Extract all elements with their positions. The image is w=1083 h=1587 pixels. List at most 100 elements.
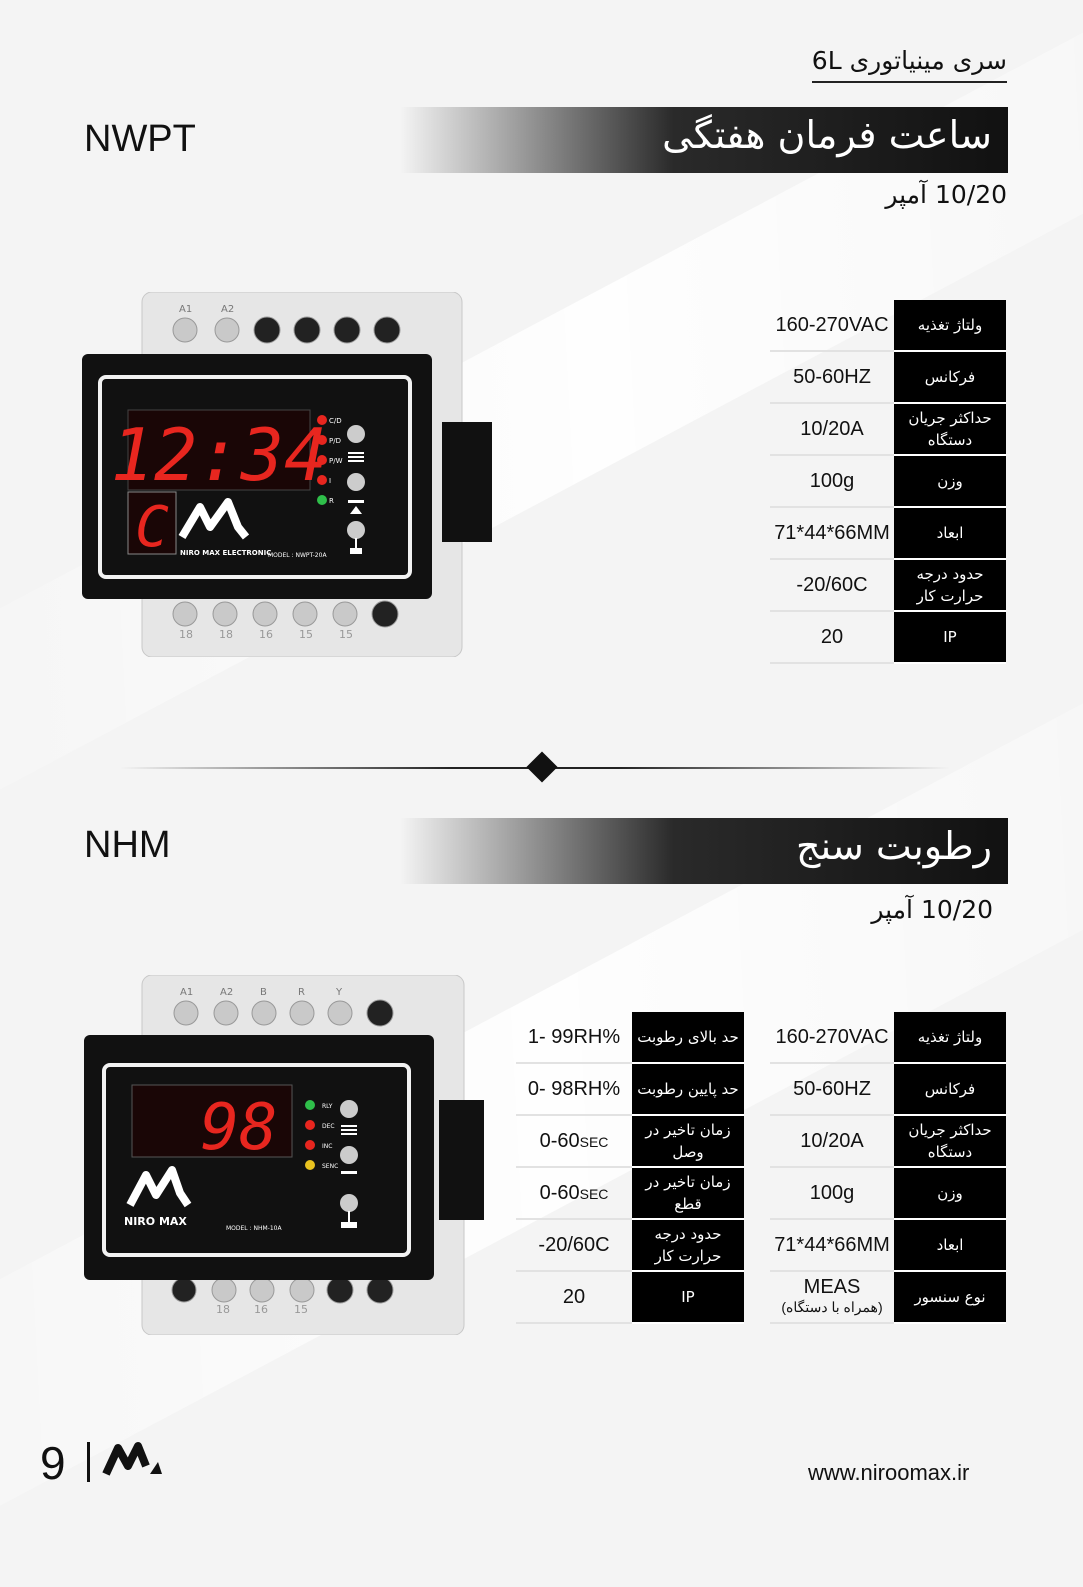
- brand-logo-icon: [178, 498, 250, 540]
- spec-value: 10/20A: [770, 403, 894, 456]
- terminal-label: 15: [299, 628, 313, 641]
- brand-logo-icon: [102, 1440, 162, 1484]
- spec-label: وزن: [894, 455, 1006, 508]
- spec-value: 100g: [770, 1167, 894, 1220]
- terminal-label: Y: [335, 987, 343, 998]
- spec-label: حدود درجه حرارت کار: [632, 1219, 744, 1272]
- spec-value: 1- 99RH%: [516, 1012, 632, 1064]
- brand-label: NIRO MAX: [124, 1215, 187, 1228]
- spec-value: 160-270VAC: [770, 300, 894, 352]
- spec-label: زمان تاخیر در وصل: [632, 1115, 744, 1168]
- terminal-label: A2: [220, 987, 233, 998]
- spec-label: ابعاد: [894, 507, 1006, 560]
- humidity-display: 98: [200, 1091, 277, 1165]
- terminal-label: B: [260, 987, 267, 998]
- spec-label: حد بالای رطوبت: [632, 1012, 744, 1064]
- spec-value: 0- 98RH%: [516, 1063, 632, 1116]
- mode-display: C: [135, 495, 169, 560]
- spec-value-unit: SEC: [579, 1133, 609, 1150]
- product1-title: ساعت فرمان هفتگی: [662, 113, 992, 157]
- spec-label: IP: [632, 1271, 744, 1324]
- spec-value: 0-60SEC: [516, 1167, 632, 1220]
- indicator-label: C/D: [329, 417, 342, 425]
- spec-label: حداکثر جریان دستگاه: [894, 403, 1006, 456]
- spec-value: 20: [516, 1271, 632, 1324]
- spec-value: 20: [770, 611, 894, 664]
- nwpt-device-svg: A1 A2 18 18 16 15 15 12:34 C NIRO MAX EL…: [82, 291, 492, 658]
- product2-title: رطوبت سنج: [795, 824, 992, 868]
- spec-value: 71*44*66MM: [770, 507, 894, 560]
- spec-label: حداکثر جریان دستگاه: [894, 1115, 1006, 1168]
- product1-model: NWPT: [84, 118, 196, 160]
- brand-label: NIRO MAX ELECTRONIC: [180, 549, 271, 557]
- spec-label: ابعاد: [894, 1219, 1006, 1272]
- terminal-label: 18: [219, 628, 233, 641]
- footer-separator: [87, 1442, 90, 1482]
- spec-label: نوع سنسور: [894, 1271, 1006, 1324]
- terminal-label: 16: [254, 1303, 268, 1316]
- spec-value: 100g: [770, 455, 894, 508]
- indicator-label: P/D: [329, 437, 341, 445]
- spec-value: 10/20A: [770, 1115, 894, 1168]
- brand-logo-icon: [126, 1166, 192, 1208]
- spec-label: حد پایین رطوبت: [632, 1063, 744, 1116]
- indicator-label: R: [329, 497, 334, 505]
- spec-value-note: (همراه با دستگاه): [781, 1299, 883, 1315]
- spec-label: فرکانس: [894, 351, 1006, 404]
- terminal-label: 16: [259, 628, 273, 641]
- spec-value: -20/60C: [770, 559, 894, 612]
- nhm-device-svg: A1 A2 B R Y 18 16 15 98 NIRO MAX MODEL :…: [84, 974, 484, 1336]
- model-label: MODEL : NWPT-20A: [268, 552, 327, 559]
- terminal-label: A1: [179, 304, 192, 315]
- spec-label: ولتاژ تغذیه: [894, 300, 1006, 352]
- indicator-label: I: [329, 477, 331, 485]
- table-row: 0- 98RH%حد پایین رطوبت: [516, 1063, 744, 1116]
- spec-value: 71*44*66MM: [770, 1219, 894, 1272]
- product2-model: NHM: [84, 824, 171, 866]
- model-label: MODEL : NHM-10A: [226, 1225, 282, 1232]
- product1-device-image: A1 A2 18 18 16 15 15 12:34 C NIRO MAX EL…: [82, 291, 492, 658]
- website-url: www.niroomax.ir: [808, 1460, 970, 1485]
- spec-value: -20/60C: [516, 1219, 632, 1272]
- spec-value: MEAS(همراه با دستگاه): [770, 1271, 894, 1324]
- table-row: 1- 99RH%حد بالای رطوبت: [516, 1012, 744, 1064]
- spec-value-number: 0-60: [539, 1129, 580, 1152]
- indicator-label: P/W: [329, 457, 343, 465]
- terminal-label: 18: [179, 628, 193, 641]
- indicator-label: SENC: [322, 1163, 338, 1170]
- spec-value: 160-270VAC: [770, 1012, 894, 1064]
- indicator-label: DEC: [322, 1123, 335, 1130]
- indicator-label: RLY: [322, 1103, 333, 1110]
- spec-label: زمان تاخیر در قطع: [632, 1167, 744, 1220]
- spec-value-main: MEAS: [803, 1276, 861, 1298]
- table-row: MEAS(همراه با دستگاه)نوع سنسور: [770, 1271, 1006, 1324]
- series-title: سری مینیاتوری 6L: [811, 46, 1007, 83]
- product2-device-image: A1 A2 B R Y 18 16 15 98 NIRO MAX MODEL :…: [84, 974, 484, 1336]
- product1-title-bar: ساعت فرمان هفتگی: [400, 107, 1008, 173]
- time-display: 12:34: [111, 413, 328, 497]
- terminal-label: A1: [180, 987, 193, 998]
- product2-title-bar: رطوبت سنج: [400, 818, 1008, 884]
- terminal-label: A2: [221, 304, 234, 315]
- page-number: 9: [40, 1437, 66, 1489]
- spec-label: وزن: [894, 1167, 1006, 1220]
- terminal-label: 15: [339, 628, 353, 641]
- divider-diamond-icon: [526, 751, 558, 783]
- spec-value-unit: SEC: [579, 1185, 609, 1202]
- terminal-label: 18: [216, 1303, 230, 1316]
- spec-label: حدود درجه حرارت کار: [894, 559, 1006, 612]
